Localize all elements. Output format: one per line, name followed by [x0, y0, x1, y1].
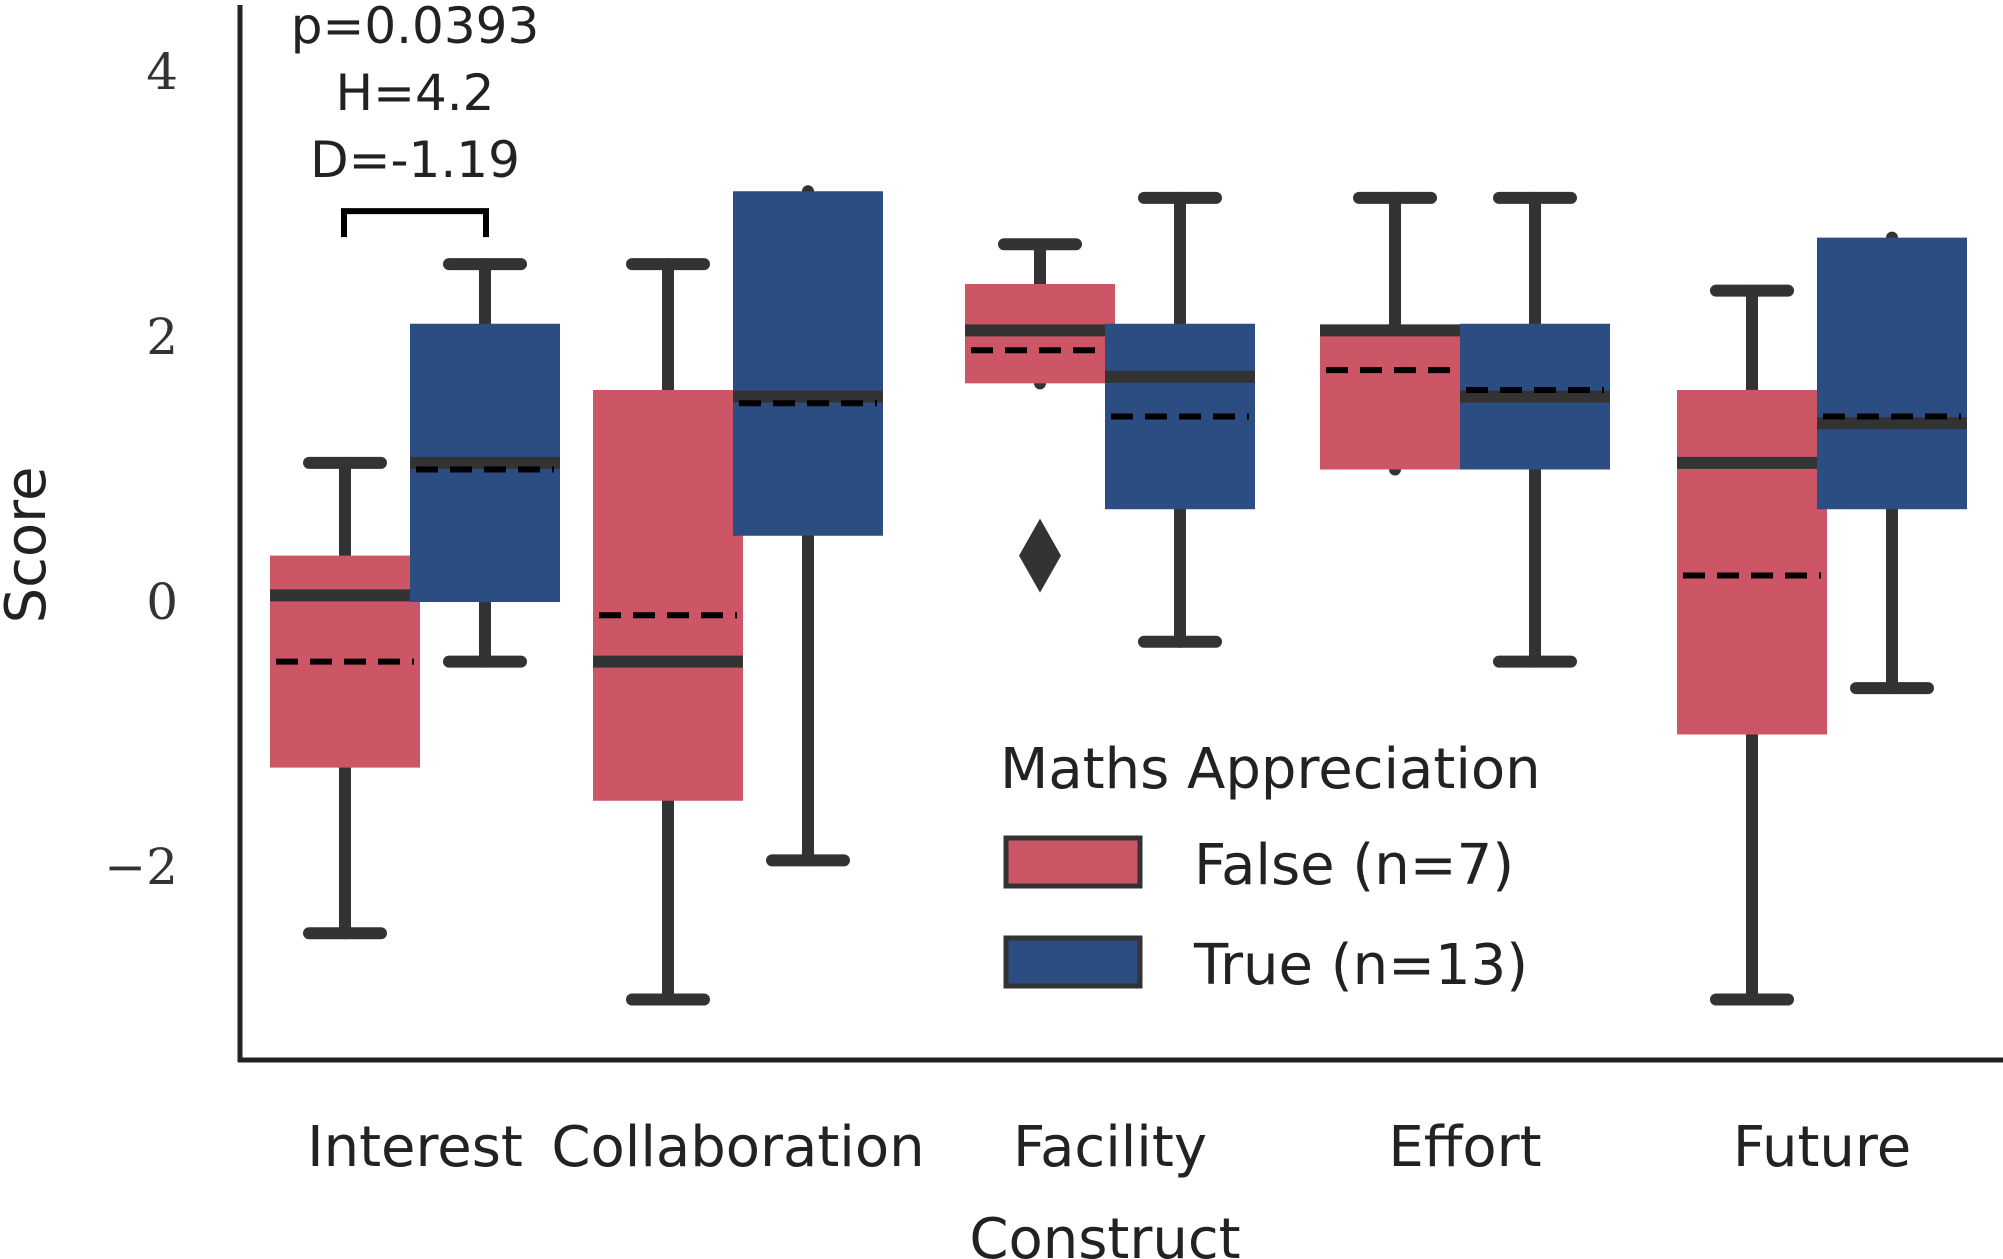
- y-tick-label: 4: [146, 43, 178, 101]
- x-category-label: Effort: [1388, 1115, 1541, 1180]
- box-group: [593, 258, 743, 1006]
- legend-swatch-true: [1003, 935, 1143, 989]
- legend-label-true: True (n=13): [1193, 933, 1528, 998]
- box-group: [733, 185, 883, 867]
- boxes: [270, 185, 1967, 1006]
- x-category-labels: Interest Collaboration Facility Effort Futur…: [307, 1115, 1911, 1180]
- y-tick-label: 0: [146, 573, 178, 631]
- box-group: [1677, 284, 1827, 1006]
- box-rect: [1677, 390, 1827, 735]
- y-axis-title: Score: [0, 467, 59, 624]
- x-axis-title: Construct: [969, 1207, 1240, 1259]
- box-group: [965, 238, 1115, 593]
- legend-label-false: False (n=7): [1194, 833, 1514, 898]
- box-group: [1105, 191, 1255, 648]
- axes: [237, 5, 2003, 1063]
- annotation-text: p=0.0393: [291, 0, 540, 55]
- significance-bracket: [341, 208, 489, 238]
- annotation-text: H=4.2: [335, 64, 494, 122]
- box-rect: [593, 390, 743, 801]
- box-rect: [1320, 330, 1470, 470]
- annotation-text: D=-1.19: [310, 131, 520, 189]
- box-group: [270, 456, 420, 940]
- box-rect: [733, 191, 883, 536]
- y-tick-label: 2: [146, 308, 178, 366]
- box-rect: [1817, 237, 1967, 510]
- x-category-label: Facility: [1013, 1115, 1207, 1180]
- y-tick-label: −2: [104, 838, 178, 896]
- y-tick-labels: −2 0 2 4: [104, 43, 178, 896]
- box-group: [1460, 191, 1610, 668]
- outlier-marker: [1019, 518, 1061, 593]
- box-group: [1320, 191, 1470, 476]
- legend-swatch-false: [1003, 835, 1143, 889]
- box-group: [1817, 231, 1967, 695]
- x-category-label: Interest: [307, 1115, 523, 1180]
- box-group: [410, 258, 560, 668]
- legend-title: Maths Appreciation: [1000, 737, 1541, 802]
- x-category-label: Collaboration: [551, 1115, 924, 1180]
- legend: Maths Appreciation False (n=7) True (n=1…: [1000, 737, 1541, 998]
- x-category-label: Future: [1733, 1115, 1911, 1180]
